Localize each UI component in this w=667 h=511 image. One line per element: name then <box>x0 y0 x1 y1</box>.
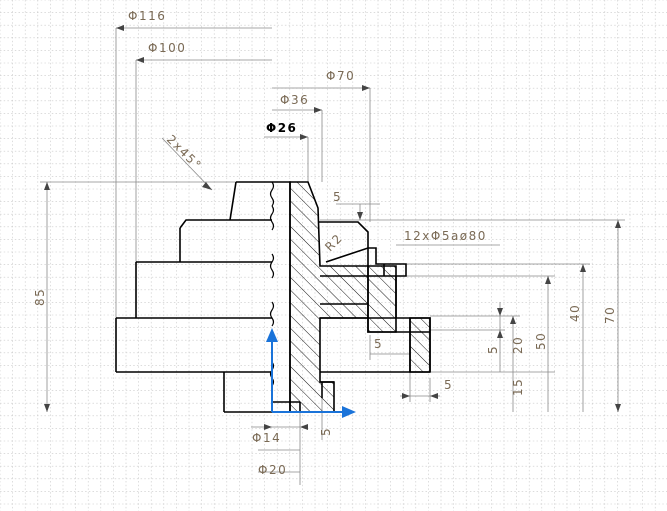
dim-d100: Φ100 <box>148 41 186 55</box>
dim-h5-right: 5 <box>444 378 453 392</box>
dim-d20: Φ20 <box>258 463 287 477</box>
dim-v5-bottom: 5 <box>319 427 333 436</box>
dim-d36: Φ36 <box>280 93 309 107</box>
dim-v15: 15 <box>511 378 525 396</box>
dim-chamfer: 2x45° <box>164 132 205 173</box>
dim-holes: 12xΦ5aø80 <box>404 229 487 243</box>
dim-v40: 40 <box>568 304 582 322</box>
dim-d70: Φ70 <box>326 69 355 83</box>
dimension-arrows <box>44 25 621 430</box>
dim-v5-right: 5 <box>486 345 500 354</box>
dim-v50: 50 <box>534 332 548 350</box>
dim-h5-mid: 5 <box>374 337 383 351</box>
dim-v70: 70 <box>603 306 617 324</box>
dim-d14: Φ14 <box>252 431 281 445</box>
dim-d26: Φ26 <box>266 121 297 135</box>
dim-v85: 85 <box>33 288 47 306</box>
dim-gap5-top: 5 <box>333 190 342 204</box>
dim-r2: R2 <box>322 231 345 254</box>
coordinate-axes <box>266 328 356 418</box>
part-section <box>115 181 431 413</box>
dim-d116: Φ116 <box>128 9 166 23</box>
dim-v20: 20 <box>511 336 525 354</box>
dimension-lines <box>40 27 625 485</box>
